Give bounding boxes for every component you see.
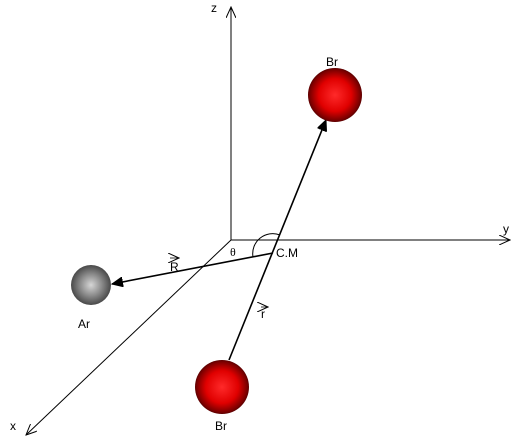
theta-label: θ (230, 245, 236, 259)
ar-atom (71, 265, 111, 305)
r-vector (228, 120, 326, 361)
r-vector-label: r (261, 307, 265, 321)
z-axis-label: z (211, 1, 217, 15)
br-top-label: Br (326, 55, 338, 69)
br-atom-top (308, 68, 362, 122)
theta-arc (252, 233, 281, 258)
y-axis-label: y (503, 222, 509, 236)
x-axis-label: x (10, 419, 16, 433)
center-of-mass-label: C.M (276, 246, 298, 260)
R-vector-label: R (170, 260, 179, 274)
ar-label: Ar (78, 317, 90, 331)
R-vector (112, 252, 274, 284)
br-bottom-label: Br (215, 419, 227, 433)
x-axis (26, 239, 232, 435)
br-atom-bottom (195, 360, 249, 414)
